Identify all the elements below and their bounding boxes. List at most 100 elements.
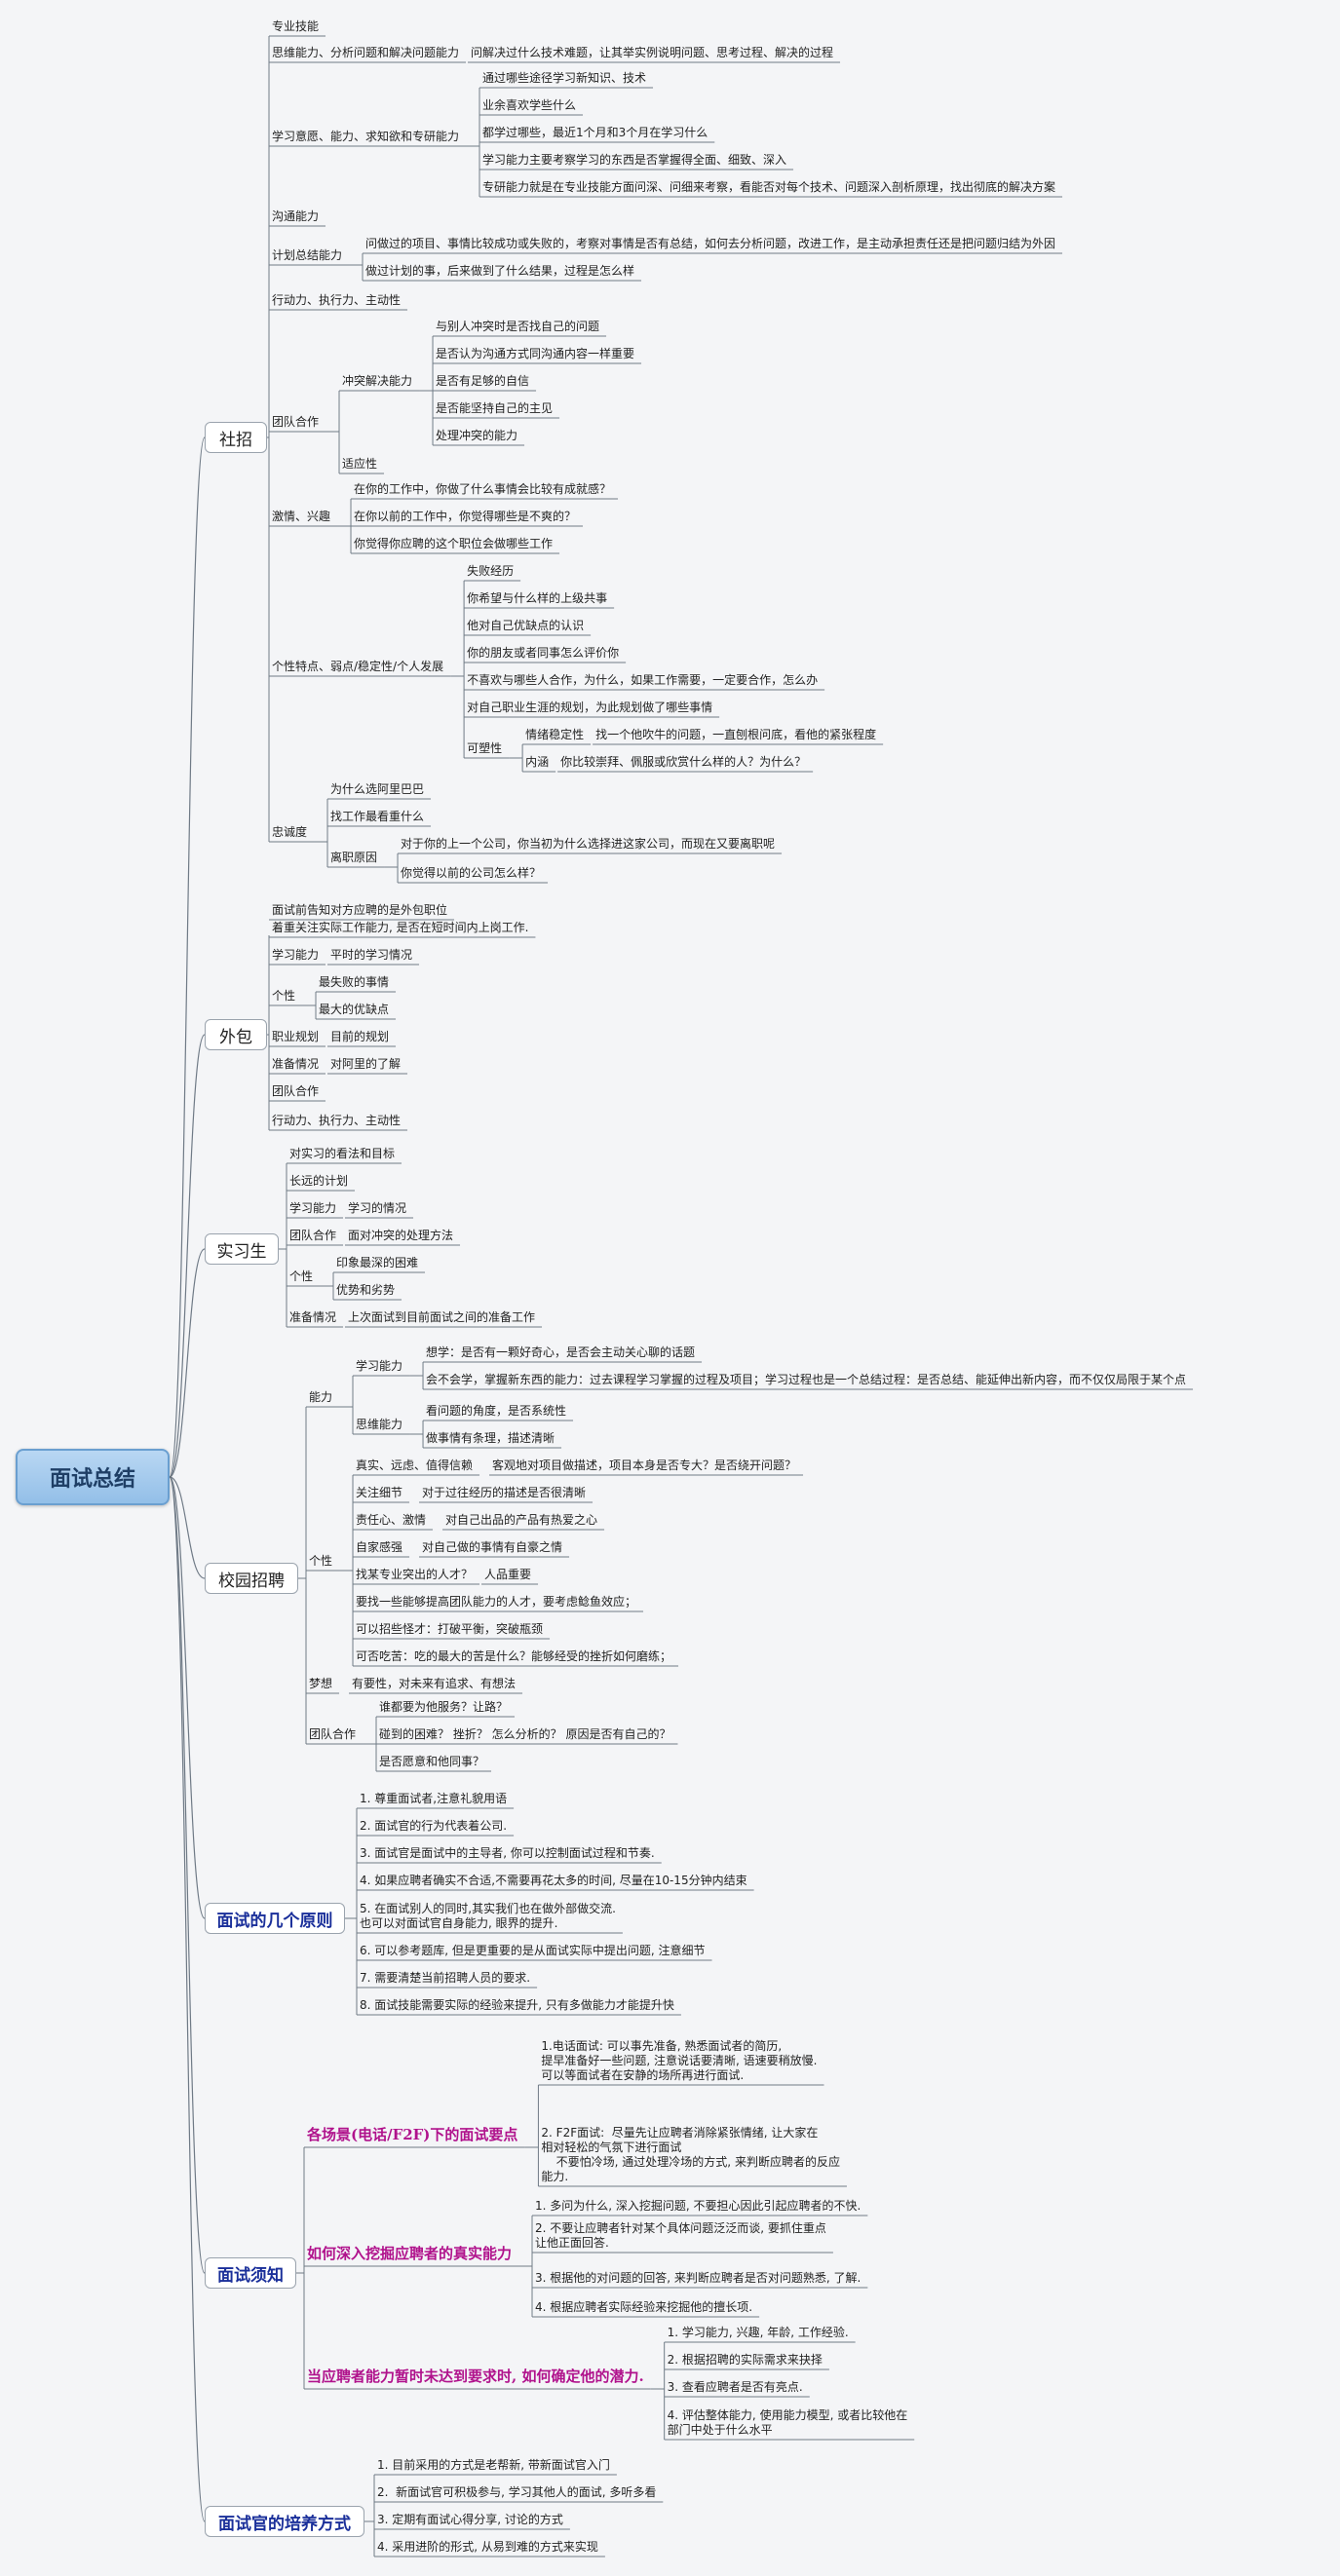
topic-node[interactable]: 可以招些怪才：打破平衡，突破瓶颈 xyxy=(356,1622,544,1636)
topic-node[interactable]: 是否愿意和他同事？ xyxy=(379,1755,485,1768)
topic-node[interactable]: 失败经历 xyxy=(467,564,515,578)
topic-node[interactable]: 你比较崇拜、佩服或欣赏什么样的人？为什么？ xyxy=(560,755,807,769)
topic-node[interactable]: 职业规划 xyxy=(272,1030,320,1043)
subtopic-potential[interactable]: 当应聘者能力暂时未达到要求时, 如何确定他的潜力. xyxy=(307,2368,644,2385)
topic-node[interactable]: 3. 定期有面试心得分享, 讨论的方式 xyxy=(377,2513,563,2526)
topic-node[interactable]: 团队合作 xyxy=(272,1084,320,1098)
topic-node[interactable]: 与别人冲突时是否找自己的问题 xyxy=(436,320,600,333)
topic-node[interactable]: 1. 目前采用的方式是老帮新, 带新面试官入门 xyxy=(377,2458,610,2472)
topic-node[interactable]: 1. 学习能力, 兴趣, 年龄, 工作经验. xyxy=(667,2326,849,2339)
topic-node[interactable]: 个性 xyxy=(272,989,296,1003)
branch-training[interactable]: 面试官的培养方式 xyxy=(205,2506,364,2537)
root-node[interactable]: 面试总结 xyxy=(16,1449,170,1505)
topic-node[interactable]: 对自己出品的产品有热爱之心 xyxy=(445,1513,598,1527)
subtopic-scenario[interactable]: 各场景(电话/F2F)下的面试要点 xyxy=(307,2126,518,2143)
topic-node[interactable]: 通过哪些途径学习新知识、技术 xyxy=(482,71,647,85)
topic-node[interactable]: 思维能力、分析问题和解决问题能力 xyxy=(272,46,460,59)
topic-node[interactable]: 1. 多问为什么, 深入挖掘问题, 不要担心因此引起应聘者的不快. xyxy=(535,2199,861,2213)
topic-node[interactable]: 离职原因 xyxy=(330,851,378,864)
topic-node[interactable]: 学习的情况 xyxy=(348,1201,407,1215)
topic-node[interactable]: 都学过哪些，最近1个月和3个月在学习什么 xyxy=(482,126,708,139)
topic-node[interactable]: 3. 根据他的对问题的回答, 来判断应聘者是否对问题熟悉, 了解. xyxy=(535,2271,861,2285)
topic-node[interactable]: 长远的计划 xyxy=(289,1174,349,1188)
topic-node[interactable]: 情绪稳定性 xyxy=(525,728,585,741)
topic-node[interactable]: 行动力、执行力、主动性 xyxy=(272,293,402,307)
topic-node[interactable]: 处理冲突的能力 xyxy=(436,429,518,442)
topic-node[interactable]: 平时的学习情况 xyxy=(330,948,413,962)
topic-node[interactable]: 碰到的困难？ 挫折？ 怎么分析的？ 原因是否有自己的？ xyxy=(379,1727,671,1741)
topic-node[interactable]: 是否有足够的自信 xyxy=(436,374,530,388)
topic-node[interactable]: 是否能坚持自己的主见 xyxy=(436,401,554,415)
branch-intern[interactable]: 实习生 xyxy=(205,1233,279,1265)
topic-node[interactable]: 是否认为沟通方式同沟通内容一样重要 xyxy=(436,347,635,360)
topic-node[interactable]: 团队合作 xyxy=(272,415,320,429)
topic-node[interactable]: 印象最深的困难 xyxy=(336,1256,419,1269)
topic-node[interactable]: 激情、兴趣 xyxy=(272,510,331,523)
topic-node[interactable]: 忠诚度 xyxy=(272,825,308,839)
topic-node[interactable]: 他对自己优缺点的认识 xyxy=(467,619,585,632)
branch-outsource[interactable]: 外包 xyxy=(205,1019,267,1050)
topic-node[interactable]: 找工作最看重什么 xyxy=(330,810,425,823)
topic-node[interactable]: 2. F2F面试: 尽量先让应聘者消除紧张情绪, 让大家在 相对轻松的气氛下进行… xyxy=(541,2126,840,2183)
topic-node[interactable]: 在你的工作中，你做了什么事情会比较有成就感？ xyxy=(354,482,612,496)
topic-node[interactable]: 内涵 xyxy=(525,755,550,769)
topic-node[interactable]: 找一个他吹牛的问题，一直刨根问底，看他的紧张程度 xyxy=(595,728,877,741)
topic-node[interactable]: 2. 不要让应聘者针对某个具体问题泛泛而谈, 要抓住重点 让他正面回答. xyxy=(535,2221,826,2250)
subtopic-dig[interactable]: 如何深入挖掘应聘者的真实能力 xyxy=(307,2245,513,2262)
topic-node[interactable]: 学习意愿、能力、求知欲和专研能力 xyxy=(272,130,460,143)
topic-node[interactable]: 冲突解决能力 xyxy=(342,374,413,388)
topic-node[interactable]: 学习能力 xyxy=(272,948,320,962)
topic-node[interactable]: 谁都要为他服务？让路？ xyxy=(379,1700,509,1714)
topic-node[interactable]: 优势和劣势 xyxy=(336,1283,396,1297)
topic-node[interactable]: 责任心、激情 xyxy=(356,1513,427,1527)
topic-node[interactable]: 对自己职业生涯的规划，为此规划做了哪些事情 xyxy=(467,701,713,714)
topic-node[interactable]: 问解决过什么技术难题，让其举实例说明问题、思考过程、解决的过程 xyxy=(471,46,834,59)
topic-node[interactable]: 人品重要 xyxy=(484,1568,532,1581)
topic-node[interactable]: 学习能力主要考察学习的东西是否掌握得全面、细致、深入 xyxy=(482,153,787,167)
branch-social[interactable]: 社招 xyxy=(205,422,267,453)
topic-node[interactable]: 看问题的角度，是否系统性 xyxy=(426,1404,567,1418)
topic-node[interactable]: 有要性，对未来有追求、有想法 xyxy=(352,1677,517,1690)
branch-campus[interactable]: 校园招聘 xyxy=(205,1563,298,1594)
topic-node[interactable]: 目前的规划 xyxy=(330,1030,390,1043)
branch-principles[interactable]: 面试的几个原则 xyxy=(205,1903,345,1934)
topic-node[interactable]: 4. 采用进阶的形式, 从易到难的方式来实现 xyxy=(377,2540,598,2554)
topic-node[interactable]: 对于你的上一个公司，你当初为什么选择进这家公司，而现在又要离职呢 xyxy=(401,837,776,851)
topic-node[interactable]: 2. 根据招聘的实际需求来抉择 xyxy=(667,2353,823,2367)
topic-node[interactable]: 在你以前的工作中，你觉得哪些是不爽的？ xyxy=(354,510,577,523)
topic-node[interactable]: 问做过的项目、事情比较成功或失败的，考察对事情是否有总结，如何去分析问题，改进工… xyxy=(365,237,1056,250)
topic-node[interactable]: 4. 根据应聘者实际经验来挖掘他的擅长项. xyxy=(535,2300,753,2314)
topic-node[interactable]: 找某专业突出的人才？ xyxy=(356,1568,474,1581)
topic-node[interactable]: 客观地对项目做描述，项目本身是否专大？是否绕开问题？ xyxy=(492,1458,797,1472)
topic-node[interactable]: 上次面试到目前面试之间的准备工作 xyxy=(348,1310,536,1324)
topic-node[interactable]: 准备情况 xyxy=(289,1310,337,1324)
topic-node[interactable]: 8. 面试技能需要实际的经验来提升, 只有多做能力才能提升快 xyxy=(360,1998,674,2012)
topic-node[interactable]: 4. 如果应聘者确实不合适,不需要再花太多的时间, 尽量在10-15分钟内结束 xyxy=(360,1874,747,1887)
topic-node[interactable]: 真实、远虑、值得信赖 xyxy=(356,1458,474,1472)
topic-node[interactable]: 对于过往经历的描述是否很清晰 xyxy=(422,1486,587,1499)
topic-node[interactable]: 你的朋友或者同事怎么评价你 xyxy=(467,646,620,660)
topic-node[interactable]: 自家感强 xyxy=(356,1540,403,1554)
topic-node[interactable]: 个性 xyxy=(309,1554,333,1568)
topic-node[interactable]: 做事情有条理，描述清晰 xyxy=(426,1431,555,1445)
topic-node[interactable]: 6. 可以参考题库, 但是更重要的是从面试实际中提出问题, 注意细节 xyxy=(360,1944,706,1957)
topic-node[interactable]: 个性特点、弱点/稳定性/个人发展 xyxy=(272,660,444,673)
topic-node[interactable]: 适应性 xyxy=(342,457,378,471)
topic-node[interactable]: 行动力、执行力、主动性 xyxy=(272,1114,402,1127)
topic-node[interactable]: 3. 面试官是面试中的主导者, 你可以控制面试过程和节奏. xyxy=(360,1846,655,1860)
topic-node[interactable]: 专业技能 xyxy=(272,19,320,33)
topic-node[interactable]: 面对冲突的处理方法 xyxy=(348,1229,454,1242)
topic-node[interactable]: 可塑性 xyxy=(467,741,503,755)
topic-node[interactable]: 团队合作 xyxy=(309,1727,357,1741)
topic-node[interactable]: 梦想 xyxy=(309,1677,333,1690)
topic-node[interactable]: 沟通能力 xyxy=(272,209,320,223)
branch-notes[interactable]: 面试须知 xyxy=(205,2257,296,2289)
topic-node[interactable]: 你希望与什么样的上级共事 xyxy=(467,591,608,605)
topic-node[interactable]: 最大的优缺点 xyxy=(319,1003,390,1016)
topic-node[interactable]: 5. 在面试别人的同时,其实我们也在做外部做交流. 也可以对面试官自身能力, 眼… xyxy=(360,1902,616,1930)
topic-node[interactable]: 面试前告知对方应聘的是外包职位 xyxy=(272,903,448,917)
topic-node[interactable]: 1. 尊重面试者,注意礼貌用语 xyxy=(360,1792,508,1805)
topic-node[interactable]: 为什么选阿里巴巴 xyxy=(330,782,425,796)
topic-node[interactable]: 团队合作 xyxy=(289,1229,337,1242)
topic-node[interactable]: 想学：是否有一颗好奇心，是否会主动关心聊的话题 xyxy=(426,1345,696,1359)
